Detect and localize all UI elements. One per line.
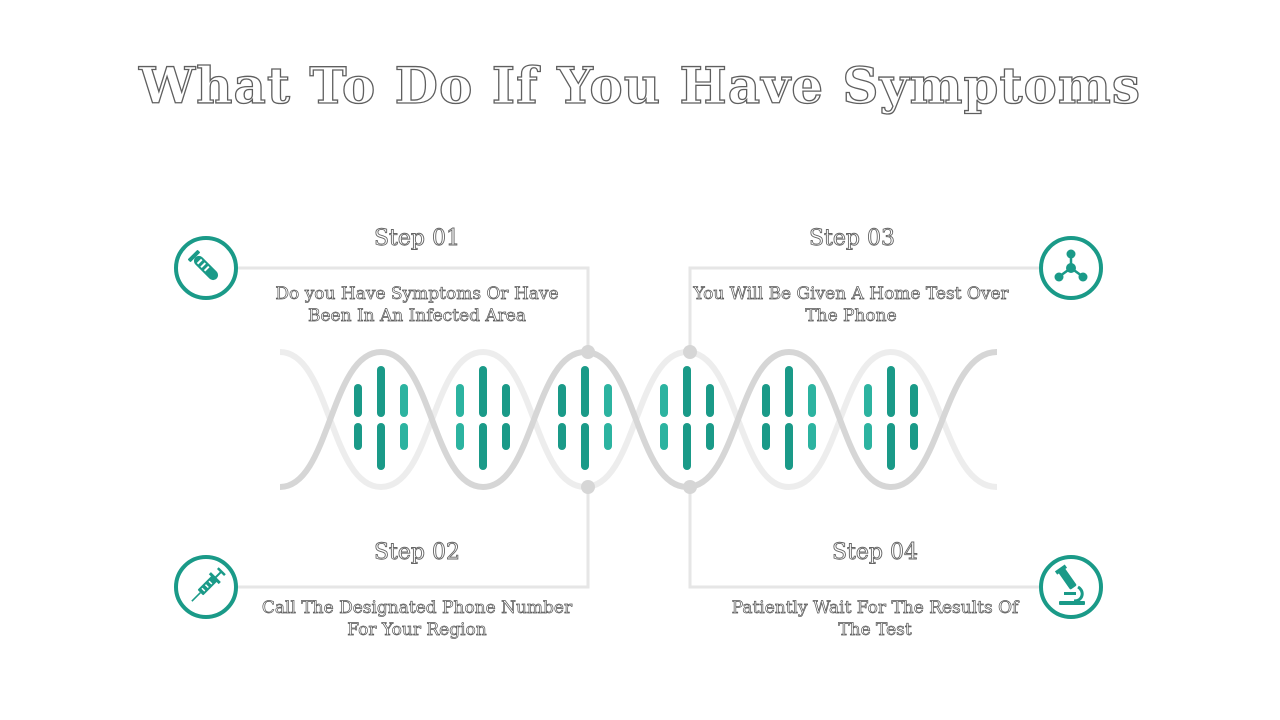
helix-rung [808, 423, 816, 450]
helix-rung [377, 423, 385, 470]
helix-node [581, 480, 595, 494]
helix-rung [479, 366, 487, 417]
helix-rung [864, 423, 872, 450]
helix-rung [910, 423, 918, 450]
page-title: What To Do If You Have Symptoms [138, 55, 1141, 115]
helix-node [683, 345, 697, 359]
helix-rung [502, 384, 510, 417]
syringe-icon [174, 555, 238, 619]
connector-step-03 [688, 266, 1040, 352]
helix-rung [683, 423, 691, 470]
helix-rung [400, 423, 408, 450]
helix-rung [808, 384, 816, 417]
helix-rung [479, 423, 487, 470]
helix-rung [604, 423, 612, 450]
connector-step-01 [238, 266, 590, 352]
helix-rung [660, 384, 668, 417]
step-02-text: Call The Designated Phone Number For You… [261, 598, 573, 641]
microscope-icon [1039, 555, 1103, 619]
helix-rung [785, 366, 793, 417]
helix-rung [558, 384, 566, 417]
helix-node [683, 480, 697, 494]
helix-rung [377, 366, 385, 417]
step-01-text: Do you Have Symptoms Or Have Been In An … [275, 284, 559, 327]
helix-rung [581, 366, 589, 417]
helix-strand-front [279, 348, 998, 491]
helix-rung [660, 423, 668, 450]
helix-rung [581, 423, 589, 470]
helix-rung [456, 384, 464, 417]
helix-rung [910, 384, 918, 417]
connector-step-04 [688, 487, 1040, 589]
helix-rung [683, 366, 691, 417]
helix-rung [887, 366, 895, 417]
connector-step-02 [238, 487, 590, 589]
helix-rung [400, 384, 408, 417]
step-04-title: Step 04 [831, 540, 919, 566]
helix-rung [558, 423, 566, 450]
helix-rung [354, 423, 362, 450]
helix-rung [502, 423, 510, 450]
test-tube-icon [174, 236, 238, 300]
helix-node [581, 345, 595, 359]
helix-rungs [354, 366, 918, 470]
helix-rung [706, 423, 714, 450]
helix-rung [706, 384, 714, 417]
connector-lines [238, 266, 1040, 589]
step-02-title: Step 02 [373, 540, 461, 566]
molecule-icon [1039, 236, 1103, 300]
step-03-text: You Will Be Given A Home Test Over The P… [693, 284, 1009, 327]
step-03-title: Step 03 [808, 226, 896, 252]
helix-rung [785, 423, 793, 470]
step-04-text: Patiently Wait For The Results Of The Te… [731, 598, 1019, 641]
helix-rung [887, 423, 895, 470]
helix-rung [762, 423, 770, 450]
helix-rung [354, 384, 362, 417]
step-01-title: Step 01 [373, 226, 461, 252]
helix-rung [456, 423, 464, 450]
helix-rung [762, 384, 770, 417]
helix-rung [604, 384, 612, 417]
helix-rung [864, 384, 872, 417]
